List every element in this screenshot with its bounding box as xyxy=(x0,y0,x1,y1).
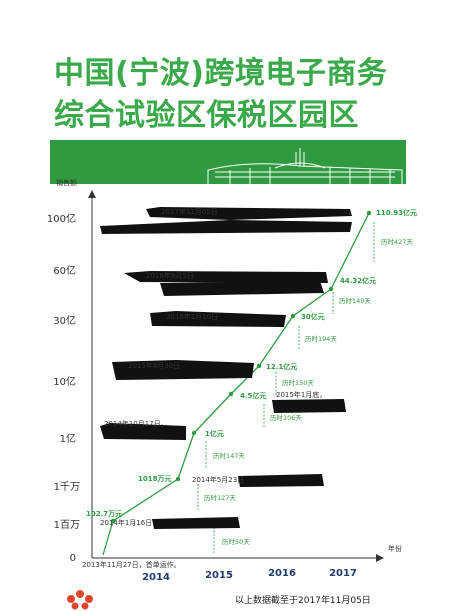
x-axis-arrow-icon xyxy=(376,554,384,562)
date-annotation: 2014年5月23日 xyxy=(192,475,244,484)
x-tick-label: 2017 xyxy=(329,568,357,579)
x-tick-label: 2014 xyxy=(142,572,170,583)
date-annotation: 2017年11月05日 xyxy=(161,207,218,216)
date-annotation: 2016年1月10日 xyxy=(166,312,218,321)
y-tick-label: 10亿 xyxy=(53,375,76,388)
y-tick-label: 60亿 xyxy=(53,264,76,277)
duration-label: 历时150天 xyxy=(282,378,314,387)
x-axis-label: 年份 xyxy=(388,544,402,553)
y-tick-label: 1百万 xyxy=(54,519,80,531)
data-point xyxy=(328,286,334,292)
duration-label: 历时106天 xyxy=(270,413,302,422)
data-point xyxy=(366,210,372,216)
banner-skyline xyxy=(50,140,406,184)
duration-label: 历时194天 xyxy=(305,334,337,343)
duration-label: 历时427天 xyxy=(381,237,413,246)
page-title-line1: 中国(宁波)跨境电子商务 xyxy=(54,56,388,91)
date-annotation: 2013年11月27日，首单运作。 xyxy=(82,560,181,569)
x-tick-label: 2016 xyxy=(268,568,296,579)
page-title-line2: 综合试验区保税区园区 xyxy=(54,98,359,133)
value-label: 12.1亿元 xyxy=(266,362,297,371)
y-tick-label: 1千万 xyxy=(54,481,80,493)
duration-label: 历时127天 xyxy=(204,493,236,502)
data-point xyxy=(256,363,262,369)
duration-label: 历时50天 xyxy=(222,537,250,546)
value-label: 44.32亿元 xyxy=(340,276,376,285)
x-tick-label: 2015 xyxy=(205,570,233,581)
duration-label: 历时147天 xyxy=(213,451,245,460)
y-tick-label: 100亿 xyxy=(47,212,76,225)
duration-label: 历时140天 xyxy=(339,296,371,305)
value-label: 102.7万元 xyxy=(86,510,122,518)
value-label: 30亿元 xyxy=(301,312,325,321)
building-skyline-icon xyxy=(207,148,403,184)
y-tick-label: 0 xyxy=(70,553,76,564)
data-point xyxy=(191,430,197,436)
footer-note: 以上数据截至于2017年11月05日 xyxy=(235,596,371,606)
y-axis-arrow-icon xyxy=(88,190,96,198)
growth-line xyxy=(102,212,370,556)
logo-icon xyxy=(67,590,93,610)
y-axis-label: 销售额 xyxy=(56,178,77,187)
value-label: 4.5亿元 xyxy=(240,391,266,400)
data-point xyxy=(175,476,181,482)
value-label: 1亿元 xyxy=(205,429,224,438)
data-point xyxy=(290,313,296,319)
date-annotation: 2014年10月17日。 xyxy=(104,419,168,428)
date-annotation: 2016年9月5日 xyxy=(146,271,194,280)
y-tick-label: 30亿 xyxy=(53,314,76,327)
y-tick-label: 1亿 xyxy=(60,432,76,445)
data-point xyxy=(110,518,116,524)
date-annotation: 2015年1月底， xyxy=(276,390,326,399)
date-annotation: 2014年1月16日 xyxy=(100,518,152,527)
data-point xyxy=(228,391,234,397)
value-label: 1018万元 xyxy=(138,475,171,483)
date-annotation: 2015年6月30日 xyxy=(128,361,180,370)
value-label: 110.93亿元 xyxy=(376,208,417,217)
